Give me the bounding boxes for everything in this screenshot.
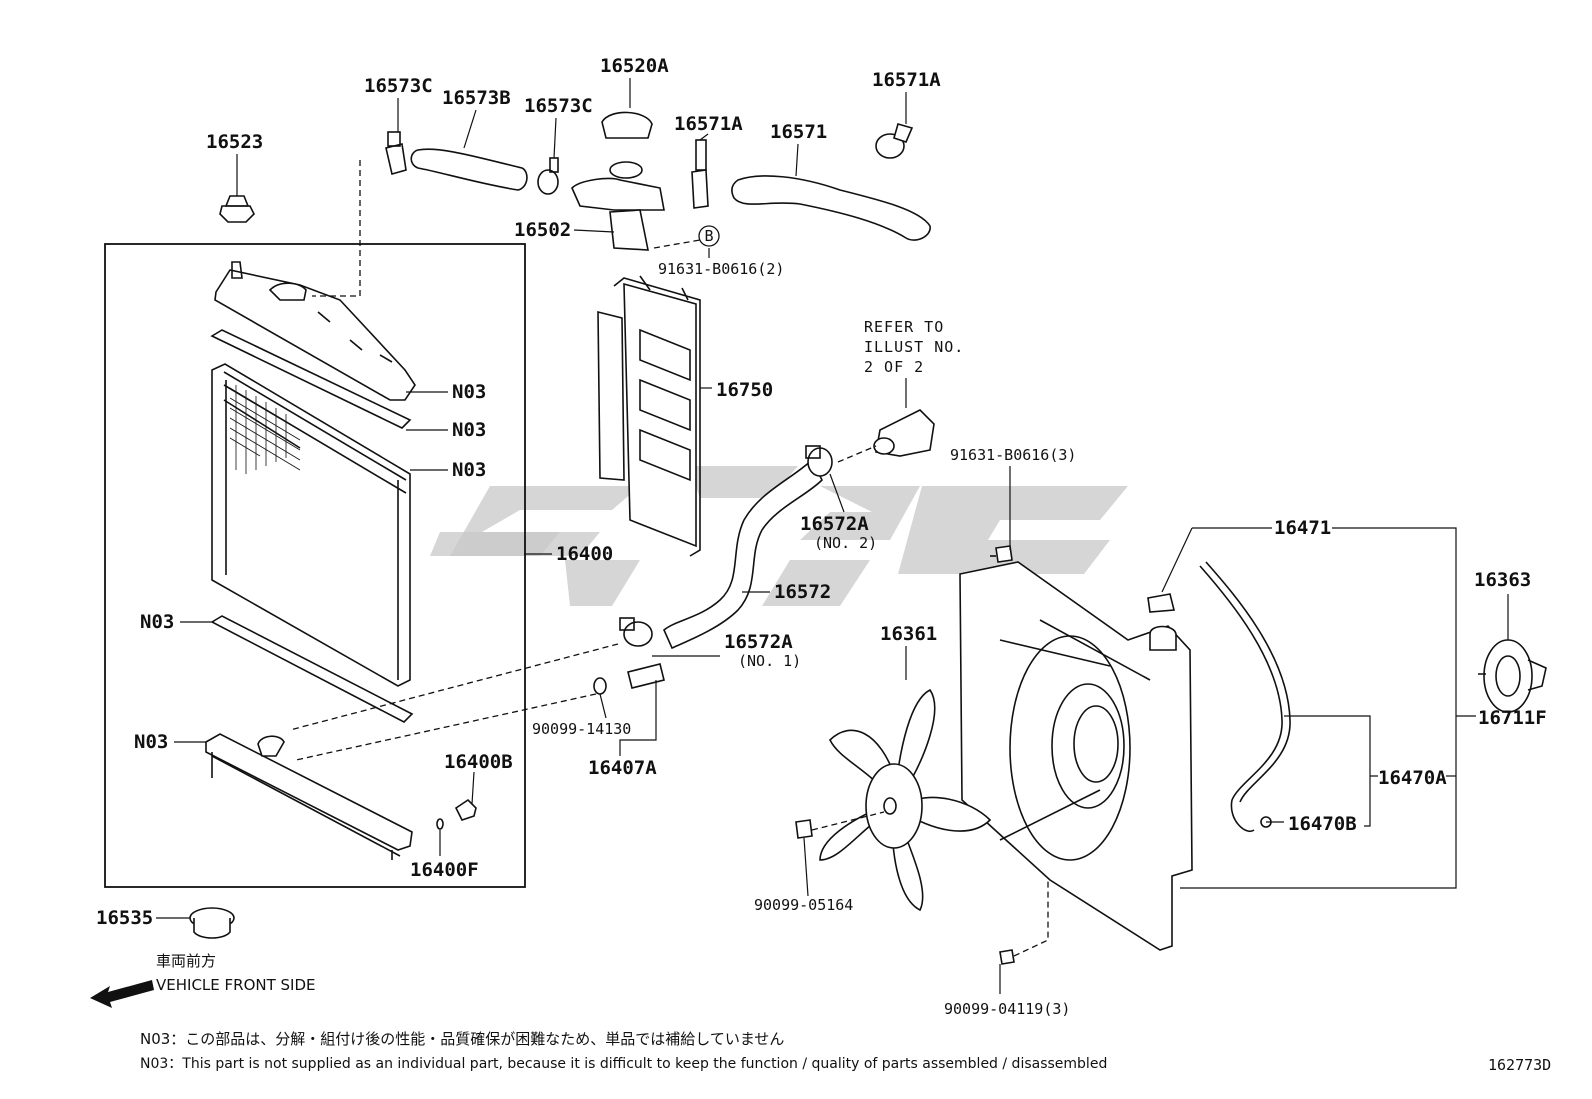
footnote-jp: N03：この部品は、分解・組付け後の性能・品質確保が困難なため、単品では補給して… [140,1030,784,1048]
label-16571: 16571 [770,121,827,143]
label-n03-2: N03 [452,419,486,441]
hose-16571 [731,175,931,241]
vehicle-front-arrow-icon [90,980,154,1008]
refer-note-line3: 2 OF 2 [864,358,924,376]
label-16572A-no2: 16572A [800,513,869,535]
bracket-16471-to-cap [1161,527,1193,593]
label-16535: 16535 [96,907,153,929]
upper-gasket [210,329,412,429]
label-16572: 16572 [774,581,831,603]
direction-label-jp: 車両前方 [156,952,216,970]
label-90099-14130: 90099-14130 [532,720,631,738]
clamp-16573C-right [537,157,559,195]
diagram-code: 162773D [1488,1056,1551,1074]
reservoir-hose-16470A [1199,561,1291,833]
filler-neck-16502 [571,161,665,251]
label-16361: 16361 [880,623,937,645]
label-16573C-right: 16573C [524,95,593,117]
label-16571A-top: 16571A [872,69,941,91]
bolts [795,545,1015,965]
label-n03-3: N03 [452,459,486,481]
cap-16471 [1147,593,1176,613]
label-16470A: 16470A [1378,767,1447,789]
label-16400F: 16400F [410,859,479,881]
label-91631-B0616-3: 91631-B0616(3) [950,446,1076,464]
label-16711F: 16711F [1478,707,1547,729]
label-no2: (NO. 2) [814,534,877,552]
label-no1: (NO. 1) [738,652,801,670]
refer-note-line1: REFER TO [864,318,944,336]
direction-label-en: VEHICLE FRONT SIDE [156,976,316,994]
label-16407A: 16407A [588,757,657,779]
label-16572A-no1: 16572A [724,631,793,653]
drain-cock-16407A [593,663,665,695]
bracket-16471 [1180,527,1457,889]
refer-note-line2: ILLUST NO. [864,338,964,356]
radiator-core [211,363,411,687]
label-16520A: 16520A [600,55,669,77]
label-16470B: 16470B [1288,813,1357,835]
fan-16361 [819,688,992,912]
bracket-16470A [1284,715,1378,827]
plug-16523 [219,195,255,223]
radiator-cap [601,111,653,139]
fan-bolt-leader [811,811,885,831]
label-16571A-middle: 16571A [674,113,743,135]
fan-shroud-frame [959,561,1193,951]
motor-16363 [1478,639,1547,713]
label-16750: 16750 [716,379,773,401]
label-16363: 16363 [1474,569,1531,591]
lower-gasket [210,615,414,723]
clamp-16572A-no2 [805,445,833,477]
label-n03-1: N03 [452,381,486,403]
label-16400: 16400 [556,543,613,565]
assembly-leader-1 [312,160,361,297]
circle-b-marker [698,225,720,247]
label-16573B: 16573B [442,87,511,109]
label-16471: 16471 [1274,517,1331,539]
drain-leader-1 [289,643,619,731]
clamp-16571A-top [875,123,914,159]
drain-leader-2 [295,693,597,761]
lower-tank [205,733,413,860]
label-16502: 16502 [514,219,571,241]
clamp-16572A-no1 [619,617,653,647]
shroud-bolt-leader [1013,880,1049,957]
label-n03-5: N03 [134,731,168,753]
hose-16572 [663,458,823,650]
fan-shroud-16750 [597,275,701,557]
upper-tank [214,261,416,401]
label-16523: 16523 [206,131,263,153]
hose-leader [837,445,877,463]
footnote-en: N03：This part is not supplied as an indi… [140,1056,1107,1072]
circle-b-label: B [704,227,713,245]
label-16400B: 16400B [444,751,513,773]
watermark-logo [430,466,1128,606]
clamp-16573C-left [385,131,407,176]
label-90099-05164: 90099-05164 [754,896,853,914]
thermostat-housing [873,409,935,457]
drain-plug [436,798,477,830]
clamp-16571A-middle [691,139,709,209]
label-91631-B0616-2: 91631-B0616(2) [658,260,784,278]
radiator-assembly-box [104,243,526,888]
assembly-leader-2 [653,239,701,249]
label-16573C-left: 16573C [364,75,433,97]
hose-16573B [410,148,528,191]
label-n03-4: N03 [140,611,174,633]
label-90099-04119-3: 90099-04119(3) [944,1000,1070,1018]
plug-16535 [189,907,235,939]
leader-lines [156,78,1509,994]
